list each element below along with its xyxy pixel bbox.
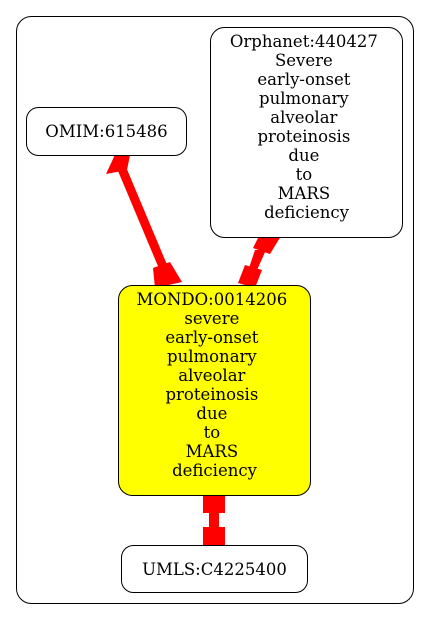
edge-end-marker bbox=[203, 492, 225, 513]
node-label-line: deficiency bbox=[172, 461, 257, 480]
edge-omim-to-mondo bbox=[106, 146, 182, 288]
node-mondo[interactable]: MONDO:0014206 severe early-onset pulmona… bbox=[118, 285, 311, 496]
node-label-line: to bbox=[204, 423, 221, 442]
node-omim-label: OMIM:615486 bbox=[45, 122, 167, 141]
node-label-line: deficiency bbox=[264, 203, 349, 222]
node-umls[interactable]: UMLS:C4225400 bbox=[121, 545, 308, 593]
node-label-line: early-onset bbox=[165, 328, 258, 347]
node-label-line: MARS bbox=[278, 184, 331, 203]
edge-shaft bbox=[249, 250, 266, 270]
edge-mondo-to-umls bbox=[203, 492, 225, 548]
node-label-line: severe bbox=[184, 309, 239, 328]
node-mondo-box bbox=[118, 285, 311, 496]
node-label-line: Severe bbox=[275, 51, 333, 70]
node-label-line: MONDO:0014206 bbox=[137, 290, 288, 309]
node-omim[interactable]: OMIM:615486 bbox=[26, 107, 187, 156]
node-label-line: pulmonary bbox=[259, 89, 349, 108]
edge-end-marker bbox=[238, 265, 262, 288]
node-umls-box bbox=[121, 545, 308, 593]
node-mondo-label: MONDO:0014206 severe early-onset pulmona… bbox=[137, 290, 293, 480]
node-label-line: due bbox=[288, 146, 319, 165]
edge-end-marker bbox=[203, 527, 225, 548]
node-label-line: due bbox=[196, 404, 227, 423]
node-label-line: alveolar bbox=[178, 366, 245, 385]
node-umls-label: UMLS:C4225400 bbox=[142, 560, 287, 579]
node-label-line: alveolar bbox=[270, 108, 337, 127]
node-label-line: to bbox=[296, 165, 313, 184]
cluster-border bbox=[16, 16, 414, 604]
node-omim-box bbox=[26, 107, 187, 156]
edge-shaft bbox=[118, 167, 168, 271]
node-label-line: early-onset bbox=[257, 70, 350, 89]
node-orphanet-label: Orphanet:440427 Severe early-onset pulmo… bbox=[230, 32, 383, 222]
node-label-line: OMIM:615486 bbox=[45, 122, 167, 141]
node-orphanet[interactable]: Orphanet:440427 Severe early-onset pulmo… bbox=[210, 27, 403, 238]
node-label-line: MARS bbox=[186, 442, 239, 461]
node-label-line: UMLS:C4225400 bbox=[142, 560, 287, 579]
node-label-line: proteinosis bbox=[165, 385, 258, 404]
node-label-line: pulmonary bbox=[167, 347, 257, 366]
node-orphanet-box bbox=[210, 27, 403, 238]
node-label-line: proteinosis bbox=[257, 127, 350, 146]
node-label-line: Orphanet:440427 bbox=[230, 32, 378, 51]
edge-end-marker bbox=[153, 262, 182, 288]
edge-shaft bbox=[209, 512, 219, 529]
